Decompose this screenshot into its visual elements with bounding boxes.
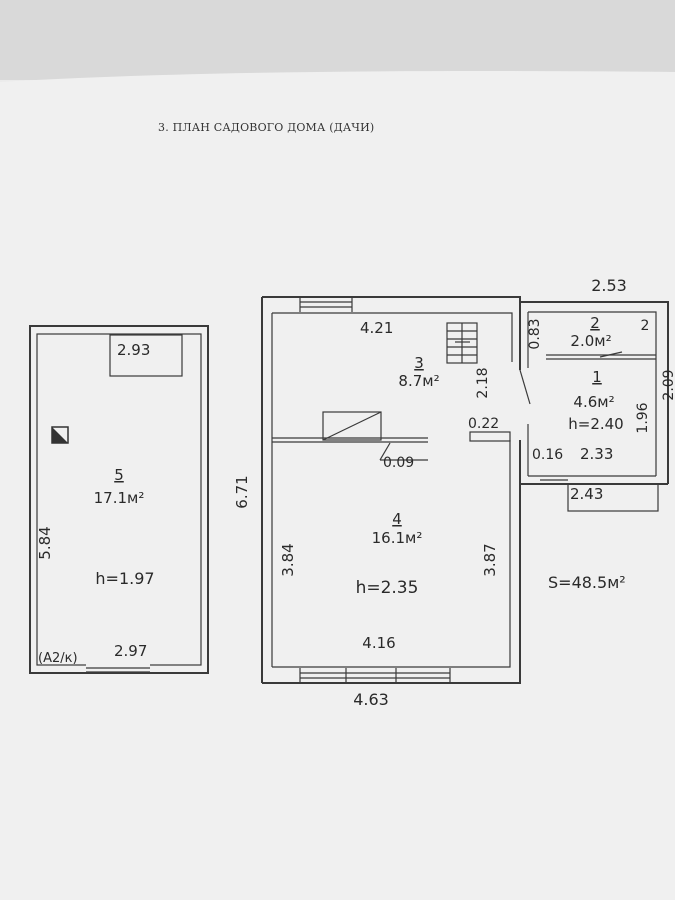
stove-icon xyxy=(51,426,69,444)
house-inner-top xyxy=(272,312,513,362)
room2-area: 2.0м² xyxy=(570,332,611,350)
room3-area: 8.7м² xyxy=(398,372,439,390)
top-shadow xyxy=(0,0,675,80)
partition-thickness: 0.09 xyxy=(383,455,414,471)
shed-building: 2.93 5 17.1м² h=1.97 5.84 (А2/к) 2.97 xyxy=(29,325,209,674)
shed-dim-side: 5.84 xyxy=(36,526,54,559)
house-dim-left-inner: 3.84 xyxy=(279,543,297,576)
shed-code: (А2/к) xyxy=(38,651,78,666)
house-dim-side: 6.71 xyxy=(233,475,251,508)
annex-partition-door xyxy=(599,351,623,358)
annex-door-swing xyxy=(519,369,531,405)
room3-number: 3 xyxy=(414,354,424,372)
house-top-wall xyxy=(262,296,521,370)
room1-height: h=2.40 xyxy=(568,415,623,433)
room1-area: 4.6м² xyxy=(573,393,614,411)
total-area: S=48.5м² xyxy=(548,573,626,592)
room2-tag: 2 xyxy=(641,318,650,334)
room4-area: 16.1м² xyxy=(372,529,423,547)
annex-porch xyxy=(567,483,659,512)
house-dim-right-inner: 3.87 xyxy=(481,543,499,576)
annex-door-step xyxy=(469,431,511,442)
annex: 2.53 0.83 2 2.0м² 2 1 4.6м² h=2.40 1.96 … xyxy=(519,276,675,512)
staircase-icon xyxy=(446,322,478,364)
shed-outer-wall xyxy=(29,325,209,674)
partition-door-swing xyxy=(322,411,382,441)
shed-room-number: 5 xyxy=(114,466,124,484)
plan-title: 3. ПЛАН САДОВОГО ДОМА (ДАЧИ) xyxy=(158,121,374,134)
annex-outer-wall xyxy=(520,301,669,484)
shed-room-area: 17.1м² xyxy=(94,489,145,507)
annex-dim-top: 2.53 xyxy=(591,276,627,295)
house-wall-dim: 2.18 xyxy=(475,367,491,398)
annex-dim-a: 0.83 xyxy=(527,318,543,349)
house-top-window-gap xyxy=(300,298,352,312)
shed-room-height: h=1.97 xyxy=(95,569,154,588)
annex-dim-b: 1.96 xyxy=(635,402,651,433)
house-inner-bottom xyxy=(272,440,511,668)
annex-dim-c: 0.16 xyxy=(532,447,563,463)
room1-number: 1 xyxy=(592,368,602,386)
house-bottom-wall xyxy=(262,440,521,684)
house-gap-dim: 0.22 xyxy=(468,416,499,432)
house-bottom-windows xyxy=(299,668,451,682)
shed-dim-bottom: 2.97 xyxy=(114,642,147,660)
paper-sheet xyxy=(0,71,675,900)
partition-leader-tick xyxy=(379,442,391,461)
house-dim-bottom-outer: 4.63 xyxy=(353,690,389,709)
room4-height: h=2.35 xyxy=(356,578,419,598)
annex-dim-d: 2.33 xyxy=(580,445,613,463)
room4-number: 4 xyxy=(392,510,402,528)
room2-number: 2 xyxy=(590,314,600,332)
shed-bench xyxy=(109,334,183,377)
house-dim-bottom-inner: 4.16 xyxy=(362,634,395,652)
main-house: 4.21 3 8.7м² 2.18 0.22 0.09 4 16.1м² h=2… xyxy=(233,296,531,709)
shed-dim-top: 2.93 xyxy=(117,341,150,359)
partition-door-frame xyxy=(322,411,382,441)
annex-inner-wall xyxy=(528,311,657,476)
annex-dim-e: 2.43 xyxy=(570,485,603,503)
annex-dim-edge: 2.09 xyxy=(661,369,675,400)
house-dim-top-inner: 4.21 xyxy=(360,319,393,337)
